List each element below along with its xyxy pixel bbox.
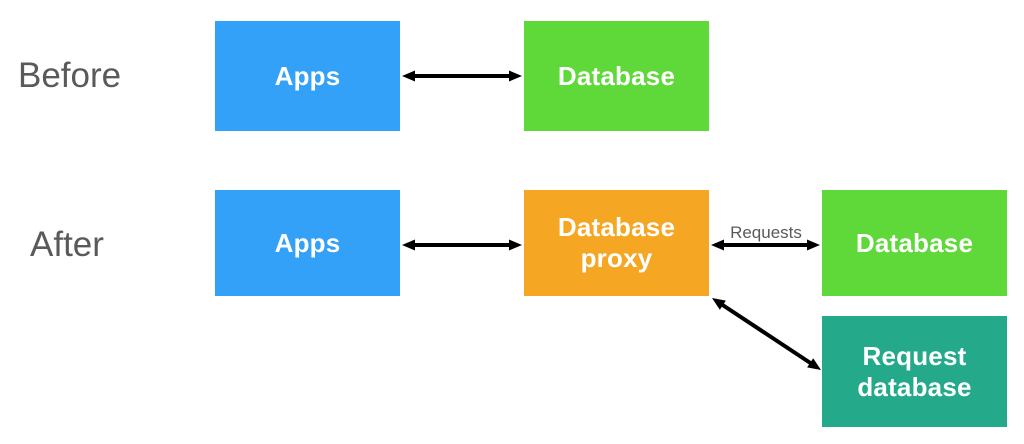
node-after-request-database[interactable]: Request database — [822, 316, 1007, 427]
node-after-database[interactable]: Database — [822, 190, 1007, 296]
node-before-database[interactable]: Database — [524, 21, 709, 131]
node-after-apps-label: Apps — [274, 227, 341, 258]
node-after-apps[interactable]: Apps — [215, 190, 400, 296]
row-label-before: Before — [18, 56, 122, 95]
node-after-database-proxy[interactable]: Database proxy — [524, 190, 709, 296]
arrow-before-apps-to-database — [402, 70, 522, 82]
arrow-after-proxy-to-request-database — [712, 298, 821, 370]
node-before-apps[interactable]: Apps — [215, 21, 400, 131]
node-after-database-proxy-label: Database proxy — [557, 212, 676, 273]
node-before-database-label: Database — [557, 60, 676, 91]
edge-label-requests: Requests — [730, 223, 802, 242]
node-before-apps-label: Apps — [274, 60, 341, 91]
arrow-after-apps-to-proxy — [402, 239, 522, 251]
node-after-request-database-label: Request database — [857, 340, 972, 402]
node-after-database-label: Database — [855, 227, 974, 258]
row-label-after: After — [30, 225, 104, 264]
